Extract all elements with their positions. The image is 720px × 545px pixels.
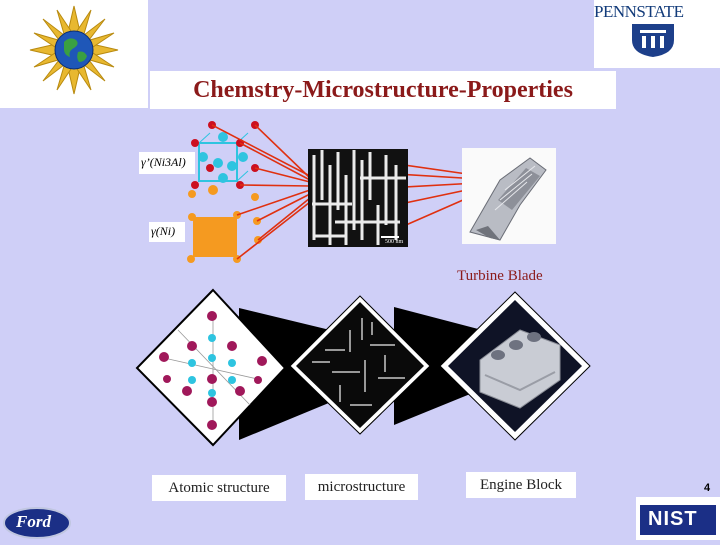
nist-logo-panel: NIST — [636, 497, 720, 540]
slide-title: Chemstry-Microstructure-Properties — [150, 71, 616, 109]
ford-wordmark: Ford — [16, 512, 51, 531]
zoom-wedge-right — [394, 307, 482, 425]
atomic-structure-diamond — [135, 288, 287, 447]
scale-bar-label: 500 nm — [385, 239, 404, 245]
atomic-structure-label: Atomic structure — [152, 475, 286, 501]
ford-logo: Ford — [2, 506, 74, 540]
gamma-prime-label: γ’(Ni3Al) — [141, 155, 186, 169]
microstructure-label: microstructure — [305, 474, 418, 500]
bottom-schematic — [135, 288, 591, 447]
top-right-logo-panel: PENNSTATE — [594, 0, 720, 68]
pennstate-wordmark: PENNSTATE — [594, 2, 684, 21]
nist-wordmark: NIST — [648, 508, 698, 530]
gamma-label-box — [149, 222, 185, 242]
turbine-blade-photo — [462, 148, 556, 244]
microstructure-diamond — [289, 295, 431, 435]
engine-block-diamond — [439, 291, 591, 441]
top-left-logo-panel — [0, 0, 148, 108]
gamma-prime-label-box — [139, 152, 195, 174]
gamma-cell — [187, 185, 262, 263]
page-number: 4 — [704, 482, 711, 494]
globe-star-logo — [29, 5, 119, 95]
turbine-blade-caption: Turbine Blade — [457, 268, 543, 284]
gamma-label: γ(Ni) — [151, 224, 176, 238]
zoom-wedge-left — [239, 308, 336, 440]
microstructure-micrograph: 500 nm — [308, 149, 408, 247]
top-schematic: 500 nm — [139, 121, 556, 263]
engine-block-label: Engine Block — [466, 472, 576, 498]
pennstate-shield-icon — [632, 24, 674, 57]
